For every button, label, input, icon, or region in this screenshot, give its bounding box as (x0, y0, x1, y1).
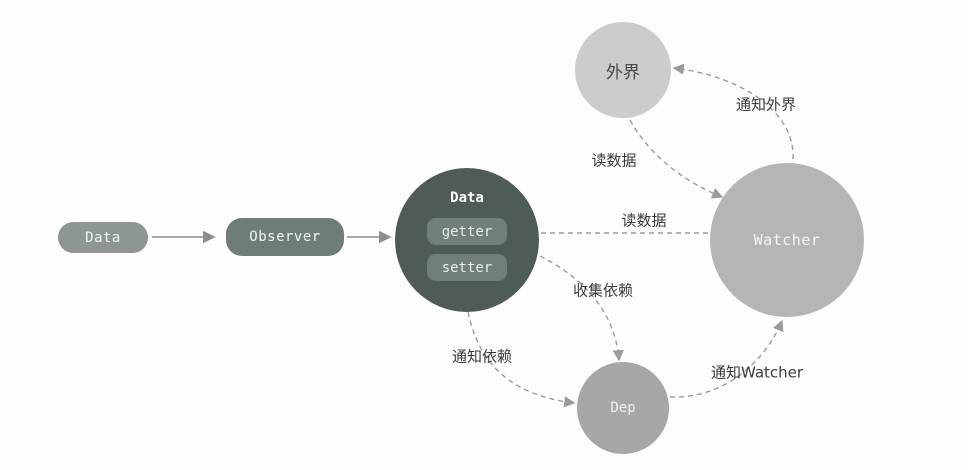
setter-pill: setter (427, 254, 507, 281)
edge-notify-deps (467, 311, 576, 408)
dep-node: Dep (577, 362, 669, 454)
edge-collect-deps (531, 251, 624, 362)
label-notify-outside: 通知外界 (735, 95, 797, 114)
outside-world-node: 外界 (575, 22, 671, 118)
getter-pill: getter (427, 218, 507, 245)
watcher-label: Watcher (753, 231, 821, 249)
label-read-data-mid: 读数据 (621, 211, 667, 230)
observer-label: Observer (249, 229, 321, 245)
label-notify-watcher: 通知Watcher (710, 363, 804, 382)
label-notify-deps: 通知依赖 (451, 347, 513, 366)
outside-world-label: 外界 (606, 62, 640, 83)
data-circle-title: Data (450, 190, 484, 206)
label-read-data-top: 读数据 (591, 151, 637, 170)
label-collect-deps: 收集依赖 (572, 281, 634, 300)
data-circle-node: Data getter setter (395, 168, 539, 312)
watcher-node: Watcher (710, 163, 864, 317)
edge-read-data-top (629, 119, 724, 199)
setter-label: setter (441, 259, 493, 276)
data-source-node: Data (58, 222, 148, 253)
dep-label: Dep (610, 400, 636, 416)
getter-label: getter (441, 223, 493, 240)
observer-node: Observer (226, 218, 344, 256)
data-source-label: Data (85, 229, 121, 246)
edge-notify-watcher (669, 319, 784, 398)
edge-notify-outside (672, 63, 794, 169)
